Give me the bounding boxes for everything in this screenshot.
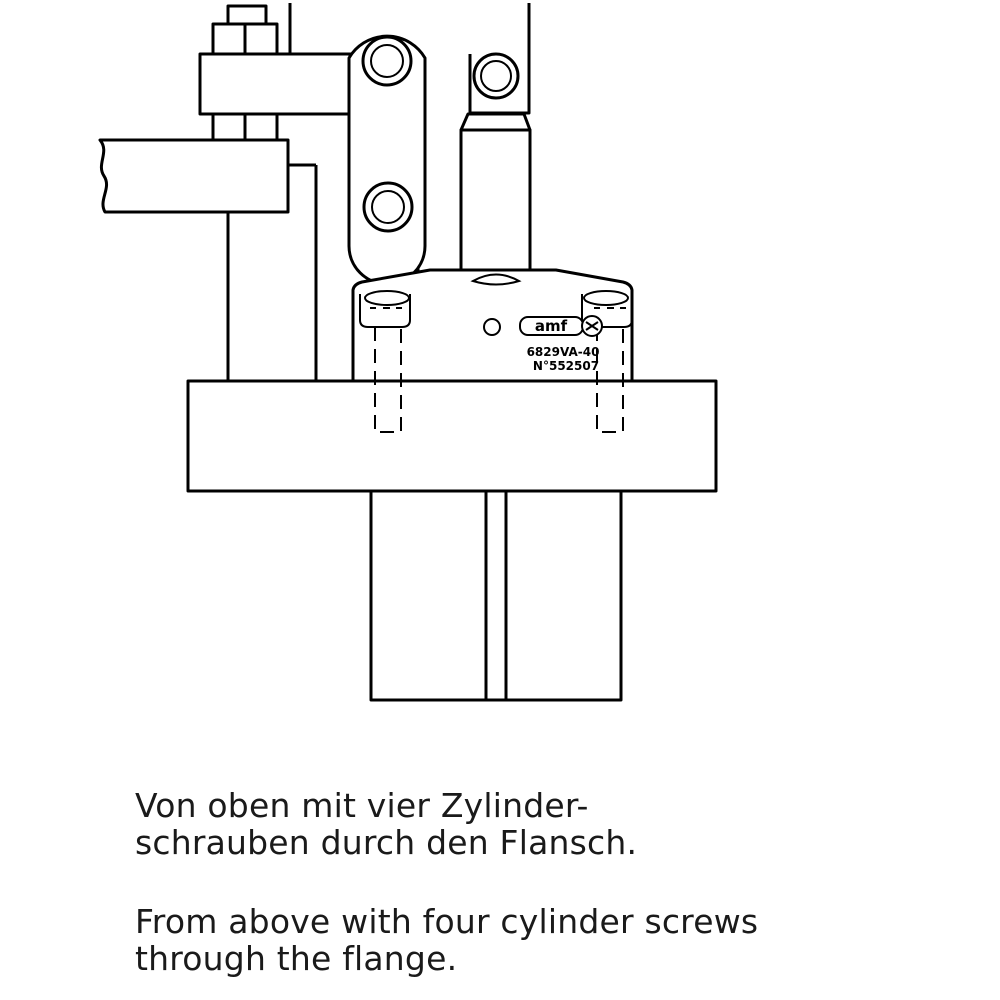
hidden-cylinder-screws [374,327,624,433]
caption-english-line-1: From above with four cylinder screws [135,902,759,941]
cylinder-body [369,488,623,702]
model-number: 6829VA-40 [527,345,600,359]
caption-german-line-1: Von oben mit vier Zylinder- [135,786,589,825]
support-column [226,163,318,382]
mounting-flange [186,379,718,493]
caption-english-line-2: through the flange. [135,939,458,978]
caption-english: From above with four cylinder screws thr… [135,903,758,977]
cylinder-head [351,268,634,383]
brand-label: amf [535,317,568,335]
caption-german-line-2: schrauben durch den Flansch. [135,823,638,862]
piston-rod [459,112,532,282]
serial-number: N°552507 [533,359,599,373]
caption-german: Von oben mit vier Zylinder- schrauben du… [135,787,637,861]
hex-nuts [211,4,279,142]
clamping-arm-beam [98,138,290,214]
pivot-pin [472,52,520,100]
clamp-mounting-drawing: amf 6829VA-40 N°552507 [98,3,718,702]
connecting-link [347,34,427,286]
amf-logo: amf [519,315,603,337]
clamp-head-bar [198,3,531,116]
